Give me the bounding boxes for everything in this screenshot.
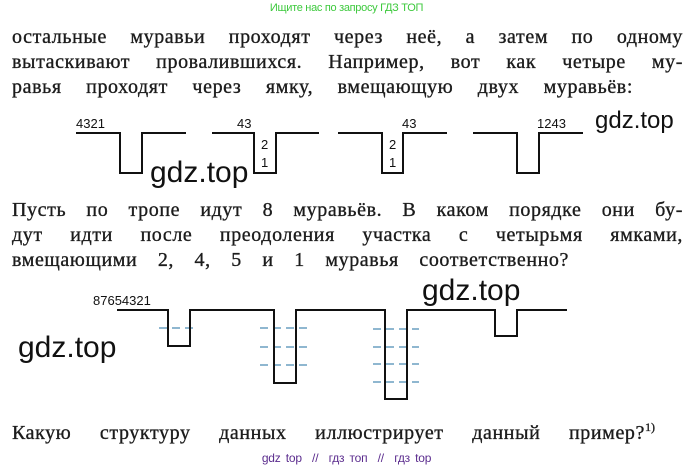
paragraph1-line2: вытаскивают провалившихся. Например, вот… — [12, 51, 683, 73]
diagram1-stage2-pit-bottom: 1 — [261, 155, 268, 170]
diagram2-path — [117, 309, 567, 400]
paragraph1-line1: остальные муравьи проходят через неё, а … — [12, 26, 683, 48]
diagram1-stage1-label: 4321 — [76, 116, 105, 131]
question-text: Какую структуру данных иллюстрирует данн… — [12, 422, 645, 444]
question-line: Какую структуру данных иллюстрирует данн… — [12, 421, 655, 446]
watermark-gdz-2: gdz.top — [595, 107, 674, 134]
diagram1-stage1-path — [76, 132, 186, 174]
paragraph2-line2: дут идти после преодоления участка с чет… — [12, 224, 683, 246]
diagram1-stage4-path — [473, 132, 583, 174]
paragraph2-line1: Пусть по тропе идут 8 муравьёв. В каком … — [12, 199, 683, 221]
diagram1 — [76, 132, 583, 174]
diagram1-stage2-pit-top: 2 — [261, 137, 268, 152]
paragraph1-line3: равья проходят через ямку, вмещающую дву… — [12, 76, 633, 98]
diagram1-stage3-pit-bottom: 1 — [389, 155, 396, 170]
diagram1-stage3-pit-top: 2 — [389, 137, 396, 152]
paragraph2-line3: вмещающими 2, 4, 5 и 1 муравья соответст… — [12, 249, 569, 271]
diagram2-start-label: 87654321 — [93, 293, 151, 308]
diagram1-stage4-label: 1243 — [537, 116, 566, 131]
footer-watermark: gdz top // гдз топ // гдз top — [261, 451, 432, 465]
diagram1-stage3-path — [338, 132, 447, 174]
diagram1-stage2-path — [212, 132, 319, 174]
watermark-gdz-1: gdz.top — [150, 156, 248, 189]
footnote-mark: 1) — [645, 420, 655, 434]
header-watermark: Ищите нас по запросу ГДЗ ТОП — [269, 2, 424, 14]
watermark-gdz-3: gdz.top — [422, 274, 520, 307]
diagram2-dashes — [159, 327, 419, 383]
diagram1-stage3-label: 43 — [402, 116, 416, 131]
watermark-gdz-4: gdz.top — [18, 331, 116, 364]
diagram1-stage2-label: 43 — [237, 116, 251, 131]
